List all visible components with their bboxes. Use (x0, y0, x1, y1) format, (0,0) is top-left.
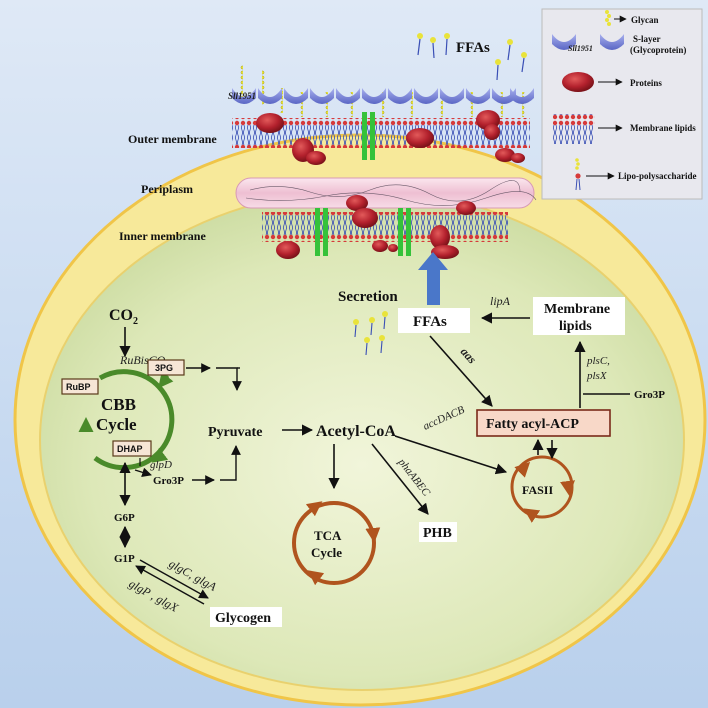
tca-line2: Cycle (311, 545, 342, 560)
g1p-label: G1P (114, 553, 135, 565)
fasii-cycle (510, 455, 575, 523)
legend: Glycan Sll1951 S-layer (Glycoprotein) Pr… (541, 8, 703, 200)
inner-membrane (262, 201, 508, 259)
s-layer-legend-icon (552, 34, 576, 50)
legend-glycan: Glycan (631, 15, 659, 25)
legend-s-layer-sub: (Glycoprotein) (630, 45, 686, 55)
periplasm (235, 177, 537, 211)
ffa-top-label: FFAs (456, 40, 490, 56)
sll1951-label: Sll1951 (228, 91, 256, 101)
fasii-label: FASII (522, 483, 553, 497)
legend-s-layer: S-layer (633, 34, 661, 44)
membrane-lipids-box (533, 297, 625, 335)
fatty-acyl-acp-box (476, 409, 611, 437)
channel-outer (362, 112, 367, 160)
dhap-box (112, 440, 152, 457)
fatty-acyl-acp-label: Fatty acyl-ACP (486, 417, 579, 432)
ffa-top-group (417, 33, 527, 81)
plsx-label: plsX (586, 370, 608, 382)
cell-cytoplasm (39, 189, 685, 691)
dhap-label: DHAP (117, 444, 143, 454)
inner-membrane-label: Inner membrane (119, 229, 206, 243)
glycan-chains (240, 65, 525, 117)
legend-lps: Lipo-polysaccharide (618, 171, 697, 181)
co2-label: CO2 (109, 307, 138, 327)
membrane-lipid-legend-icon (553, 114, 595, 144)
glycogen-label: Glycogen (215, 611, 271, 626)
glycogen-box (210, 607, 282, 627)
protein-outer (256, 113, 284, 133)
protein-legend-icon (562, 72, 594, 92)
ffas-box (398, 308, 470, 333)
s-layer (232, 88, 534, 104)
pg3-label: 3PG (155, 363, 173, 373)
glycan-legend-icon (605, 10, 611, 26)
tca-line1: TCA (314, 528, 342, 543)
secretion-label: Secretion (338, 289, 398, 305)
plsc-label: plsC, (586, 355, 610, 367)
legend-membrane-lipids: Membrane lipids (630, 123, 696, 133)
gro3p-right-label: Gro3P (634, 389, 665, 401)
gro3p-left-label: Gro3P (153, 475, 184, 487)
secretion-arrow (418, 252, 448, 305)
phb-box (419, 522, 457, 542)
cbb-line2: Cycle (96, 415, 137, 434)
periplasm-label: Periplasm (141, 182, 193, 196)
outer-membrane (232, 65, 534, 165)
glpd-label: glpD (150, 459, 172, 471)
cbb-line1: CBB (101, 395, 136, 414)
pg3-box (147, 359, 185, 376)
ffas-label: FFAs (413, 314, 447, 330)
membrane-lipids-line2: lipids (559, 319, 592, 334)
legend-sll1951: Sll1951 (568, 44, 593, 53)
ffa-small-group (353, 311, 388, 356)
membrane-lipids-line1: Membrane (544, 302, 610, 317)
lps-legend-icon (575, 158, 581, 191)
outer-membrane-label: Outer membrane (128, 132, 217, 146)
rubp-box (61, 378, 99, 395)
tca-cycle (292, 501, 381, 586)
lipa-label: lipA (490, 294, 511, 308)
legend-proteins: Proteins (630, 78, 662, 88)
g6p-label: G6P (114, 512, 135, 524)
pyruvate-label: Pyruvate (208, 425, 262, 440)
acetyl-coa-label: Acetyl-CoA (316, 423, 396, 440)
phb-label: PHB (423, 526, 452, 541)
rubp-label: RuBP (66, 382, 91, 392)
